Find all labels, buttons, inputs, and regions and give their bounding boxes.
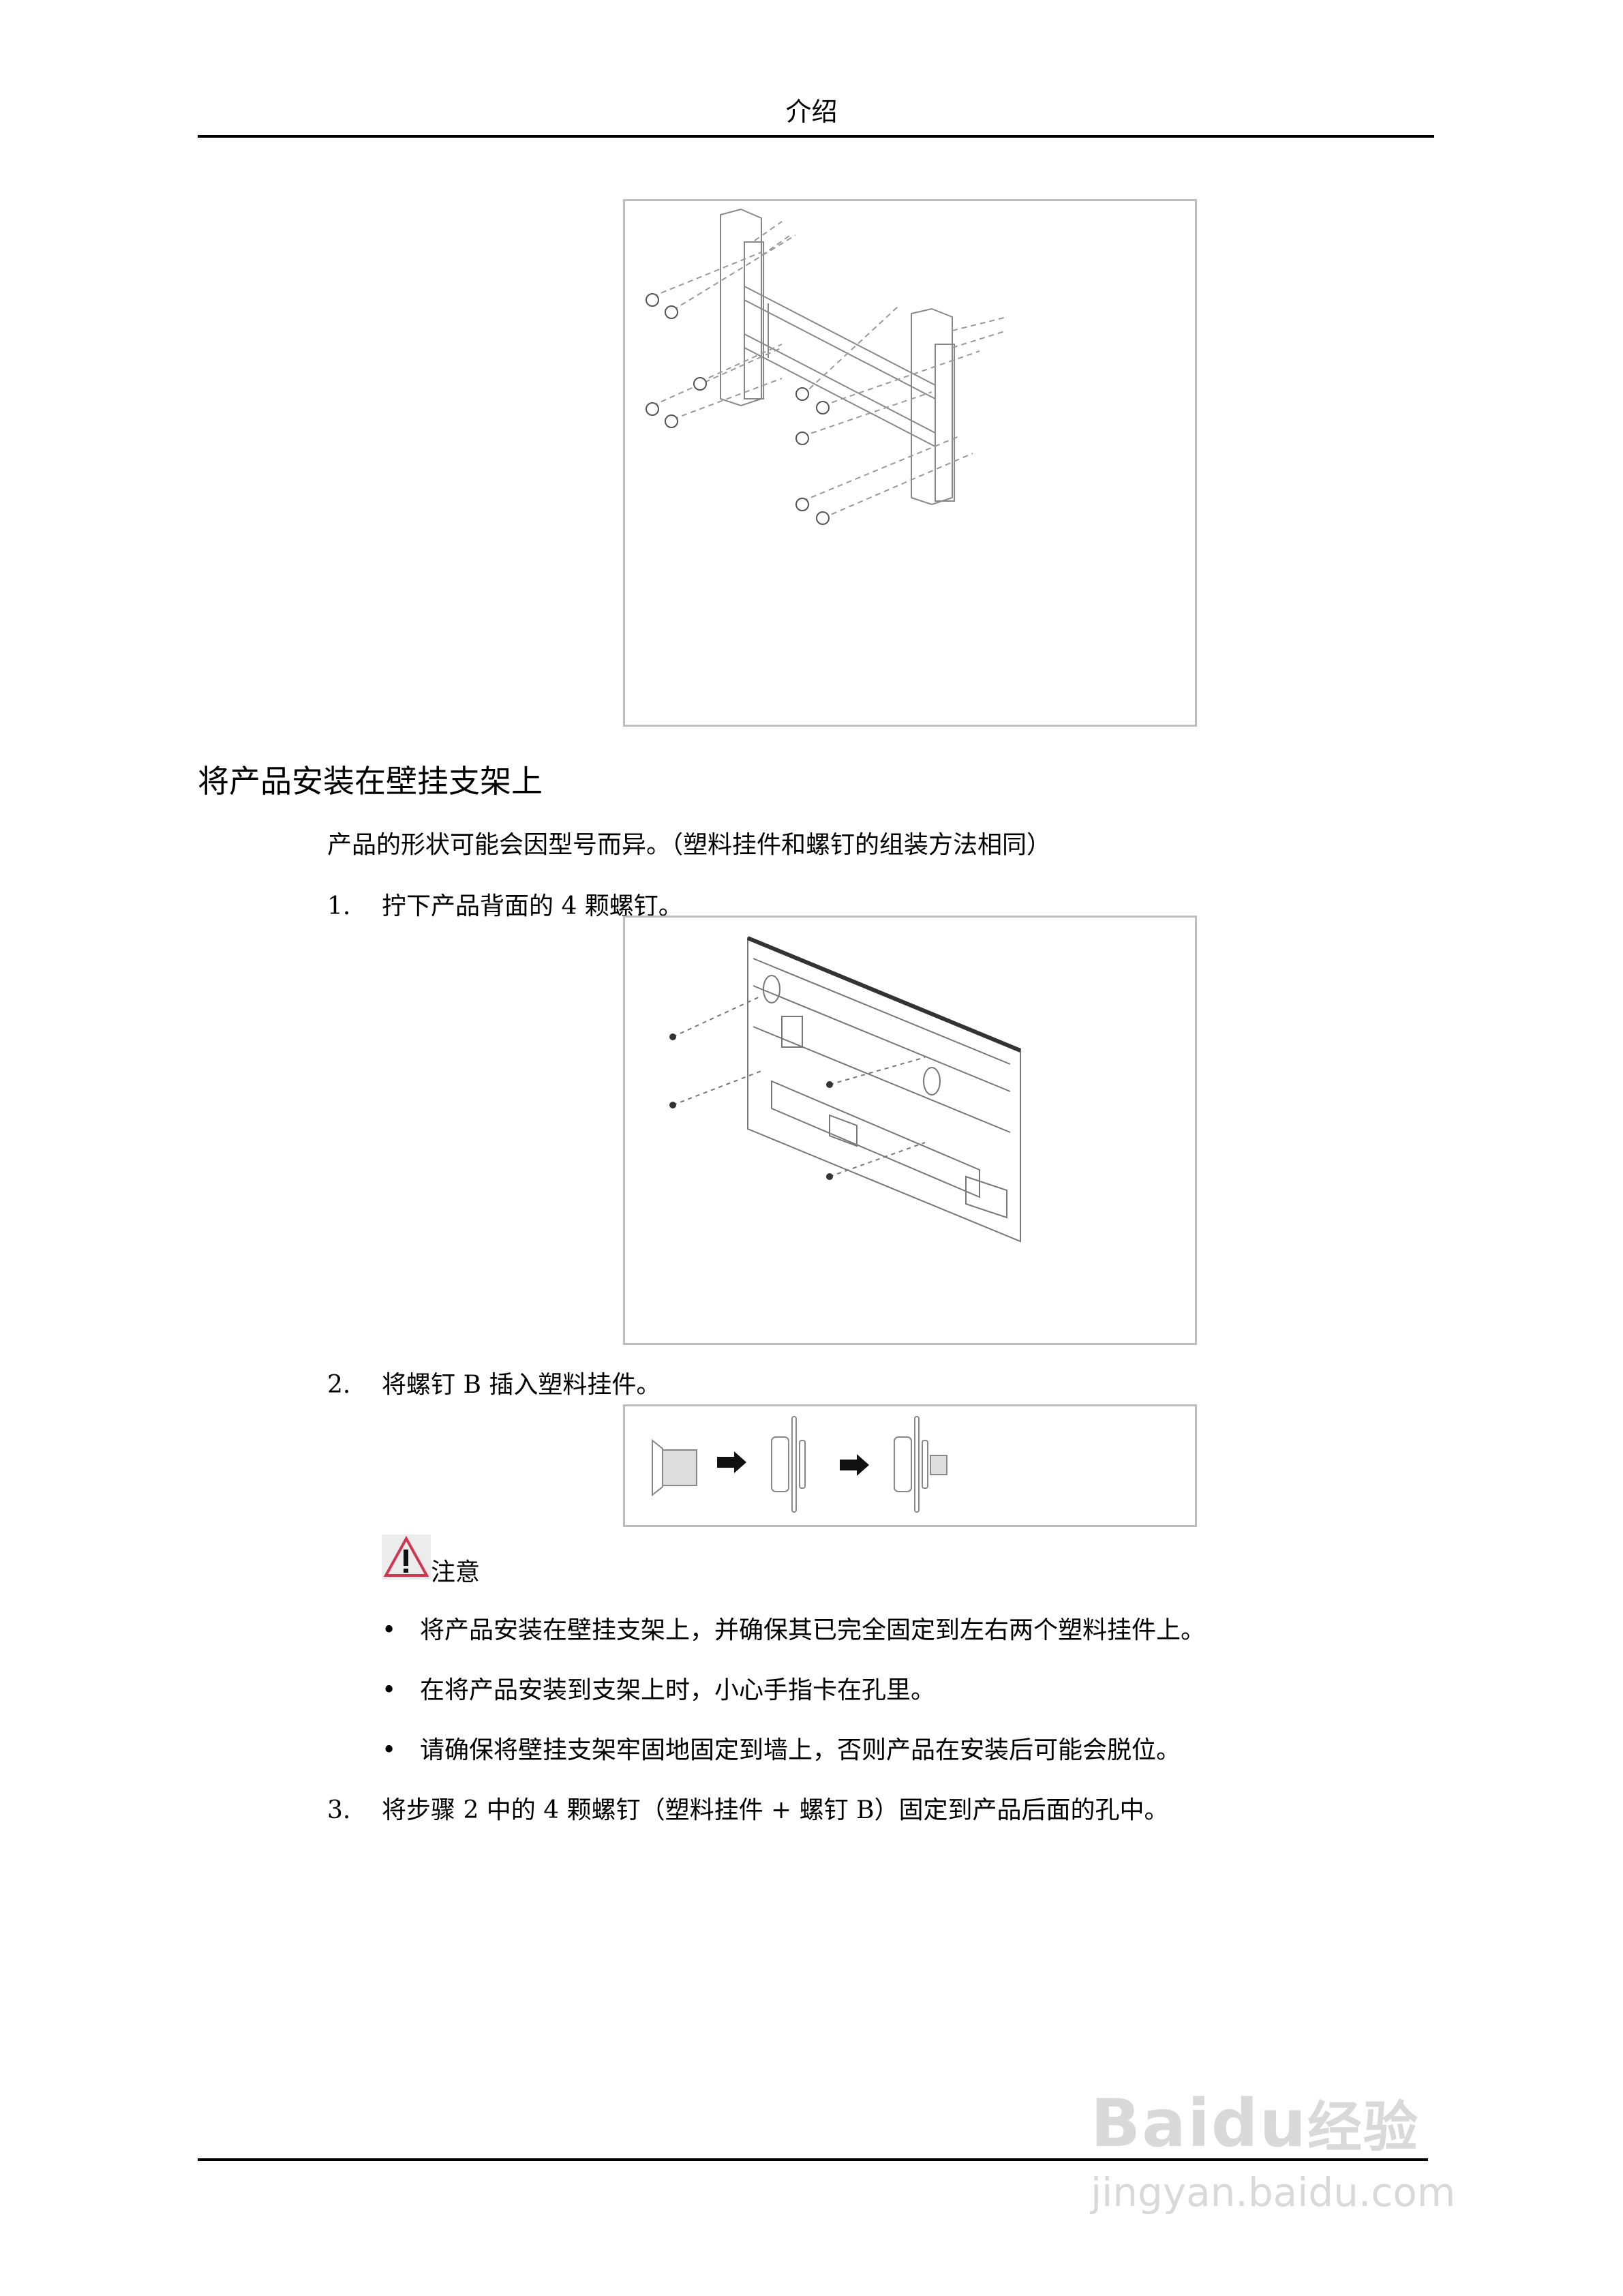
arrow-icon [717,1451,869,1476]
footer-rule [198,2158,1428,2161]
note-item-1: • 将产品安装在壁挂支架上，并确保其已完全固定到左右两个塑料挂件上。 [382,1616,1205,1646]
product-back-figure [623,916,1197,1345]
baidu-watermark: Baidu经验 jingyan.baidu.com [1091,2086,1527,2222]
wall-bracket-figure [623,199,1197,727]
note-item-text: 在将产品安装到支架上时，小心手指卡在孔里。 [420,1676,936,1704]
bullet-icon: • [382,1676,397,1704]
note-item-3: • 请确保将壁挂支架牢固地固定到墙上，否则产品在安装后可能会脱位。 [382,1736,1181,1766]
step-number: 1. [327,892,351,920]
screw-insert-diagram [652,1416,947,1513]
step-text: 将步骤 2 中的 4 颗螺钉（塑料挂件 + 螺钉 B）固定到产品后面的孔中。 [382,1796,1169,1824]
step-number: 3. [327,1796,351,1824]
note-item-2: • 在将产品安装到支架上时，小心手指卡在孔里。 [382,1676,935,1706]
warning-triangle-icon [383,1535,429,1577]
step-text: 将螺钉 B 插入塑料挂件。 [382,1371,661,1399]
product-back-diagram [669,936,1022,1243]
step-number: 2. [327,1371,351,1399]
wall-bracket-diagram [646,208,1007,525]
watermark-brand-cn: 经验 [1307,2096,1419,2159]
step-2: 2. 将螺钉 B 插入塑料挂件。 [327,1370,661,1400]
page-header-title: 介绍 [785,97,838,127]
bullet-icon: • [382,1736,397,1764]
intro-text: 产品的形状可能会因型号而异。（塑料挂件和螺钉的组装方法相同） [327,831,1052,859]
note-item-text: 请确保将壁挂支架牢固地固定到墙上，否则产品在安装后可能会脱位。 [420,1736,1181,1764]
screw-insert-figure [623,1404,1197,1527]
section-heading: 将产品安装在壁挂支架上 [198,763,543,800]
warning-icon-box [382,1535,431,1580]
note-item-text: 将产品安装在壁挂支架上，并确保其已完全固定到左右两个塑料挂件上。 [420,1616,1206,1644]
watermark-brand: Bai [1091,2085,1211,2162]
watermark-url: jingyan.baidu.com [1091,2169,1456,2216]
step-3: 3. 将步骤 2 中的 4 颗螺钉（塑料挂件 + 螺钉 B）固定到产品后面的孔中。 [327,1796,1169,1826]
note-label: 注意 [431,1558,481,1586]
header-rule [198,135,1434,138]
bullet-icon: • [382,1616,397,1644]
watermark-brand-du: du [1211,2085,1307,2162]
